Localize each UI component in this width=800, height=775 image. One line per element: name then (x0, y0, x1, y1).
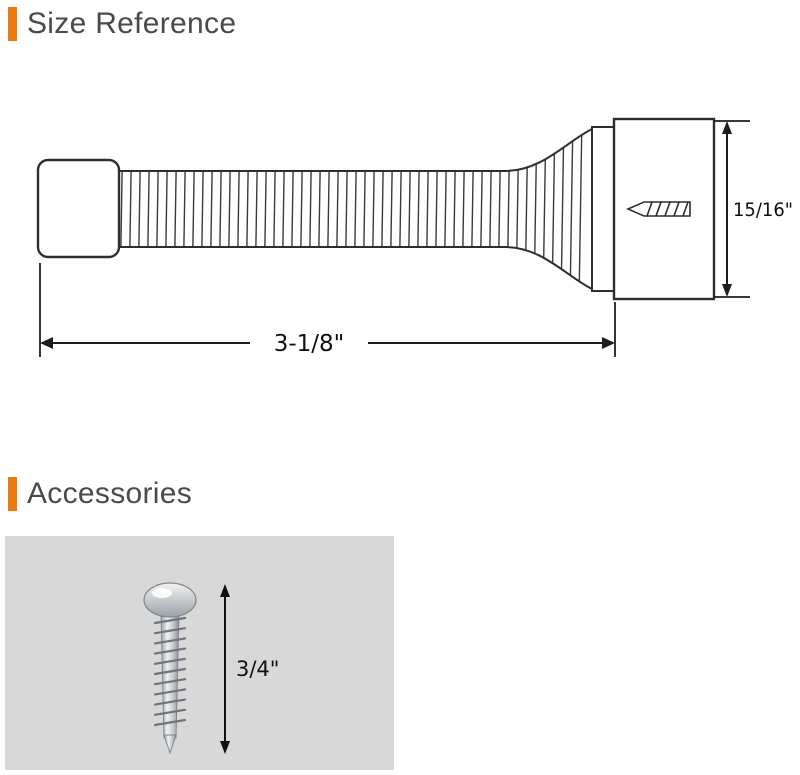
heading-accent-bar (8, 7, 17, 41)
screw-head (143, 582, 197, 618)
door-stop-base (612, 117, 716, 301)
screw-photo (143, 582, 197, 755)
base-screw-drawing (626, 201, 691, 217)
door-stop-spring-body (118, 129, 592, 289)
door-stop-size-diagram: 15/16" 3-1/8" (36, 117, 793, 357)
screw-head-highlight (152, 588, 172, 598)
screw-length-dimension-arrow: 3/4" (220, 584, 279, 754)
screw-threads (153, 616, 187, 727)
accessories-photo: 3/4" (5, 536, 394, 770)
screw-photo-drawing: 3/4" (143, 582, 279, 755)
length-dimension-arrow: 3-1/8" (39, 263, 616, 357)
door-stop-drawing (36, 117, 716, 301)
spring-coils (119, 129, 583, 289)
heading-accent-bar (8, 477, 17, 511)
screw-length-label: 3/4" (236, 657, 279, 681)
size-reference-heading: Size Reference (8, 7, 236, 41)
length-dimension-label: 3-1/8" (274, 331, 345, 357)
accessories-heading: Accessories (8, 477, 192, 511)
accessories-title: Accessories (27, 477, 193, 510)
height-dimension-arrow: 15/16" (714, 120, 793, 298)
door-stop-spring-outline (117, 128, 593, 290)
door-stop-cap (36, 158, 121, 259)
height-dimension-label: 15/16" (733, 199, 793, 221)
door-stop-collar (591, 126, 615, 292)
size-reference-title: Size Reference (27, 7, 237, 40)
screw-tip (163, 734, 177, 755)
